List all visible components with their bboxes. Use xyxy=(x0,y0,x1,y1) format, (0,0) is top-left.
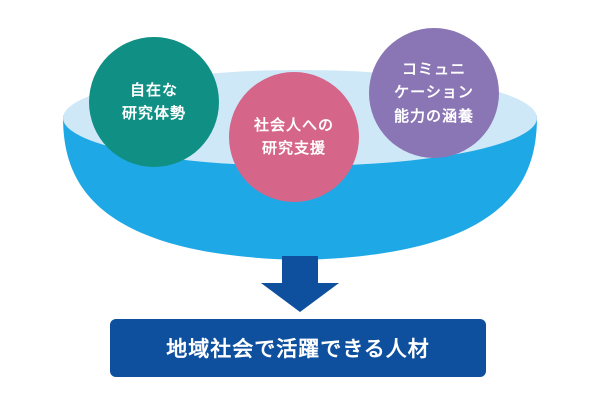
circle-1-line-2: 研究体勢 xyxy=(121,104,186,122)
circle-3-line-3: 能力の涵養 xyxy=(393,106,474,125)
circle-working-adult-support: 社会人への 研究支援 xyxy=(229,72,359,202)
outcome-box: 地域社会で活躍できる人材 xyxy=(110,319,486,377)
circle-3-line-1: コミュニ xyxy=(401,60,466,79)
outcome-label: 地域社会で活躍できる人材 xyxy=(166,337,430,361)
circle-2-line-1: 社会人への xyxy=(253,115,334,134)
circle-1-line-1: 自在な xyxy=(129,80,178,99)
circle-3-line-2: ケーション xyxy=(394,83,474,102)
circle-2-line-2: 研究支援 xyxy=(261,139,326,157)
down-arrow xyxy=(261,256,339,312)
circle-independent-research: 自在な 研究体勢 xyxy=(89,37,219,167)
circle-communication-skills: コミュニ ケーション 能力の涵養 xyxy=(369,28,499,158)
